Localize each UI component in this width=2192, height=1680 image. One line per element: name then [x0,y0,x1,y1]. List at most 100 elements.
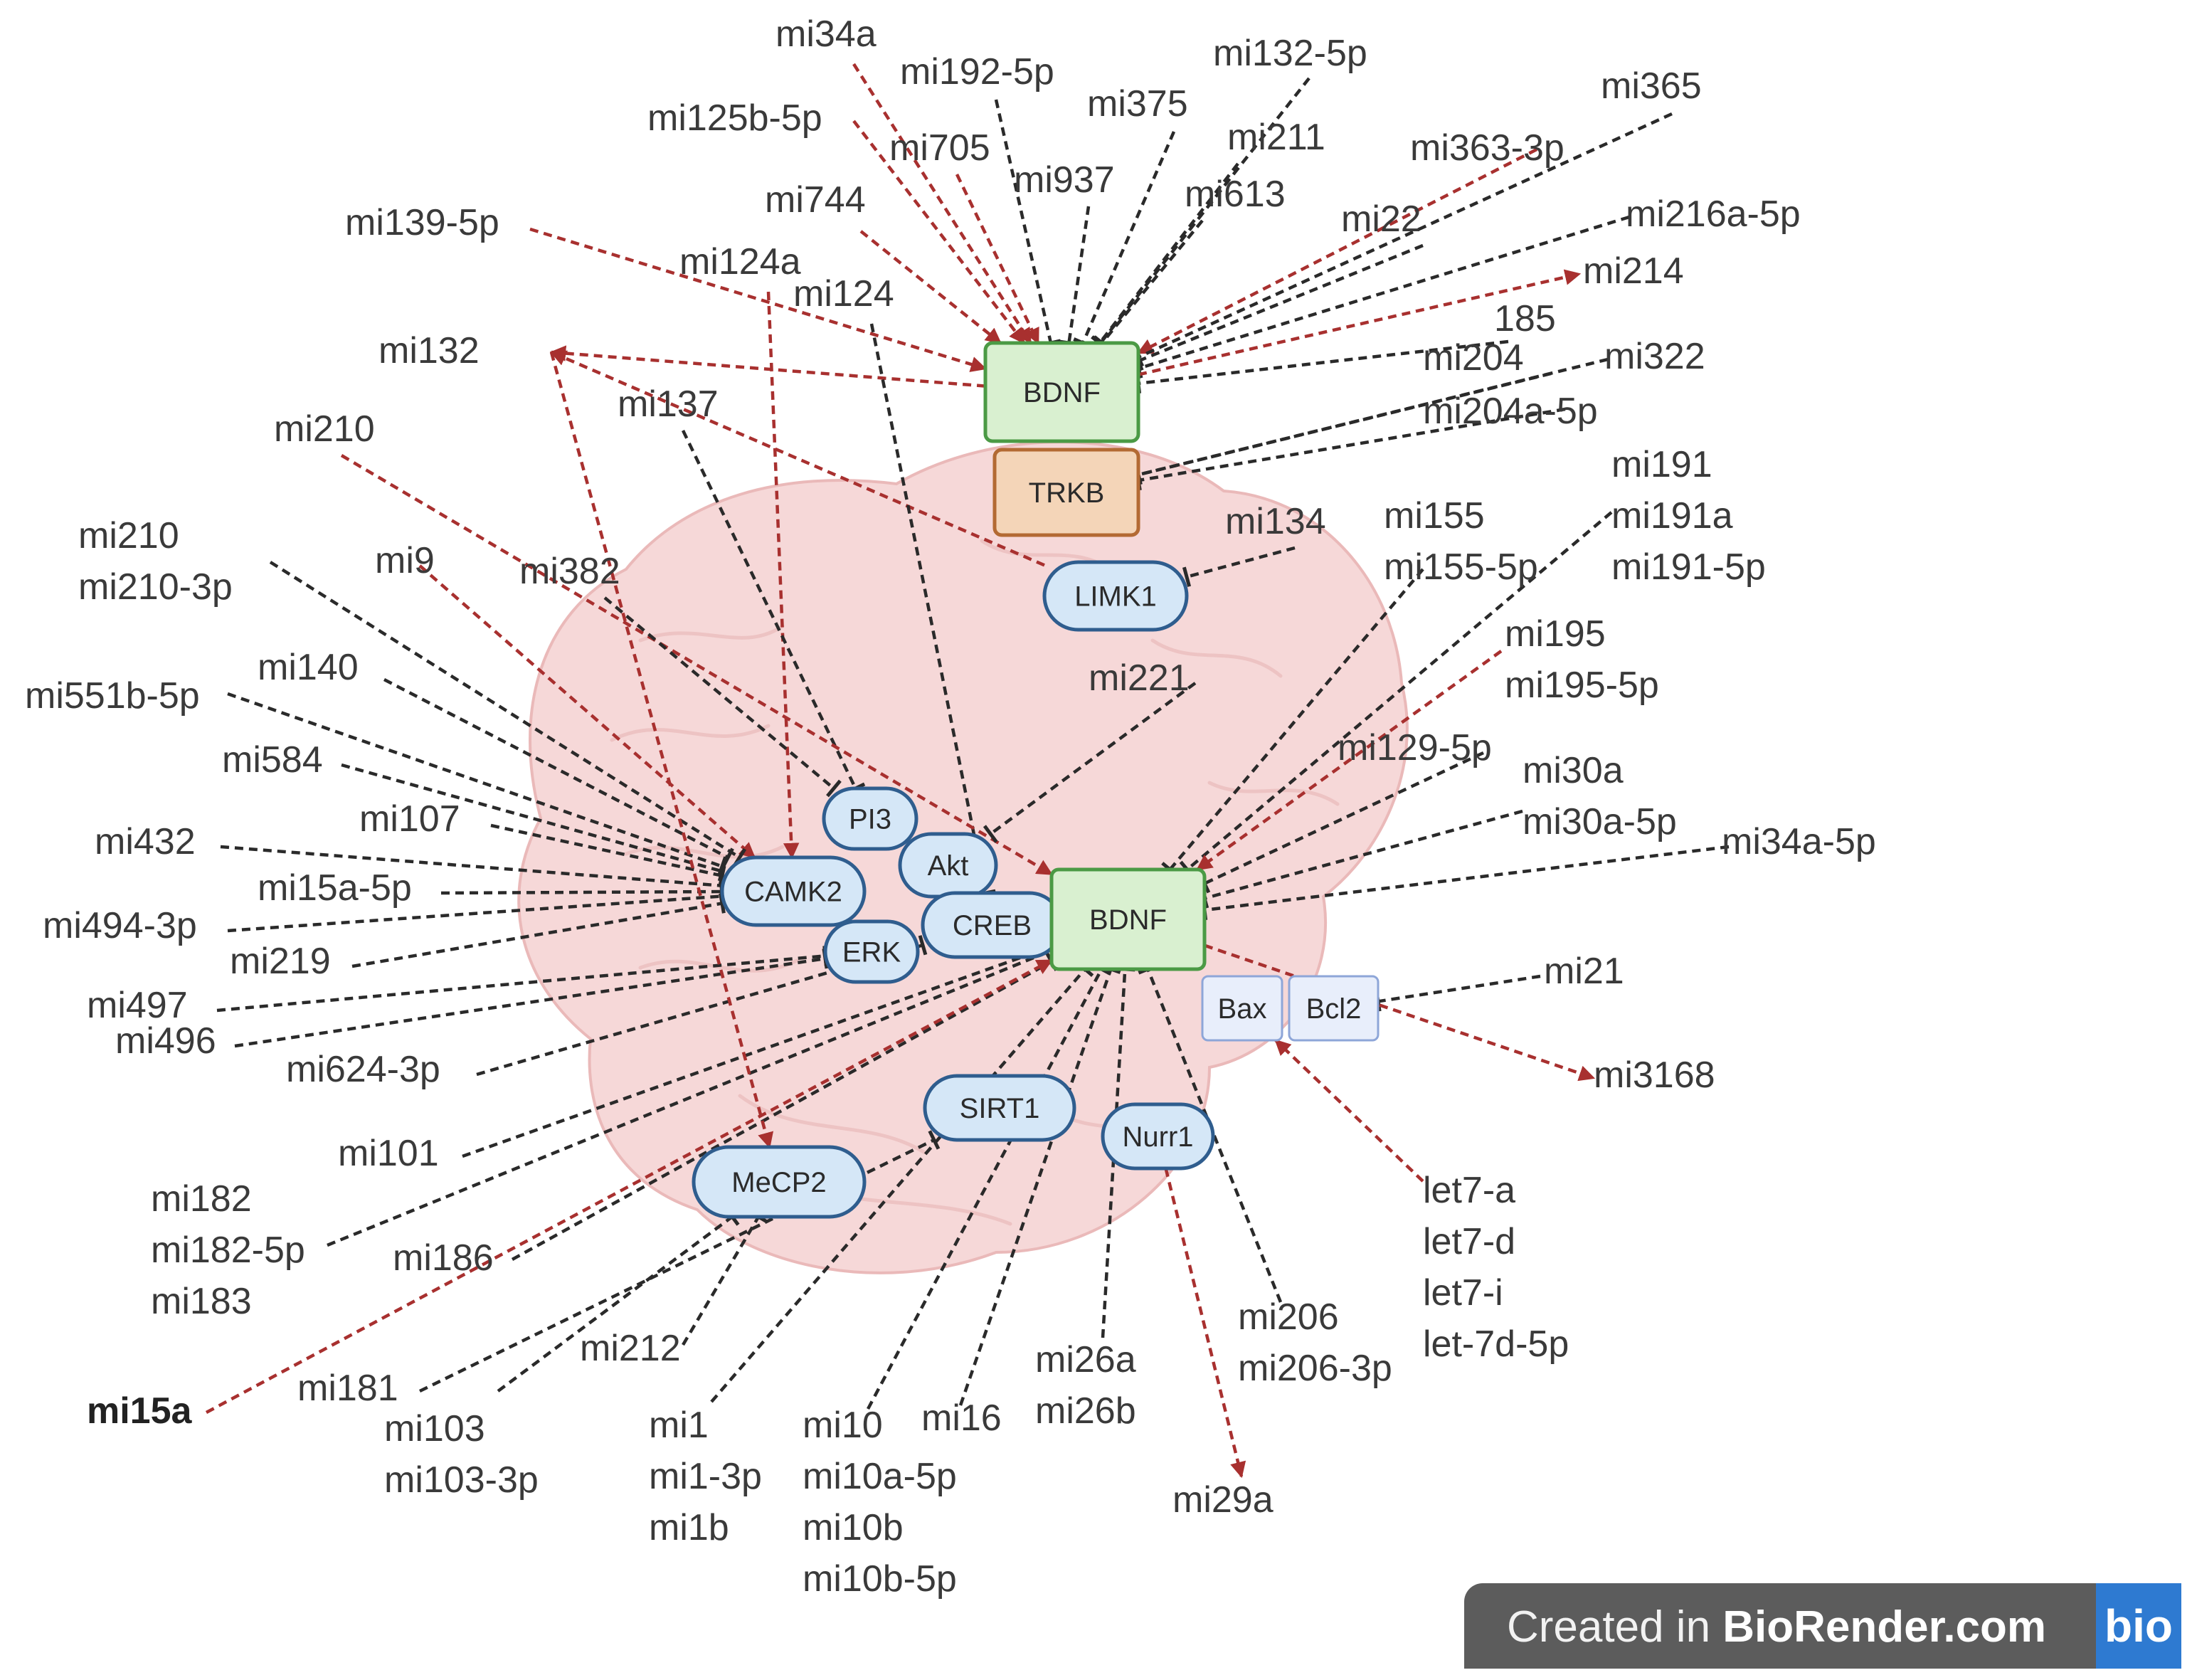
node-box-sirt1 [923,1074,1076,1142]
mirna-label-line: mi10b-5p [803,1558,957,1600]
mirna-label-line: mi210 [78,515,179,556]
mirna-label-line: mi210 [274,408,375,450]
biorender-badge[interactable]: Created in BioRender.com bio [1464,1583,2181,1669]
mirna-label-line: mi15a-5p [258,867,412,909]
edge-mi705-bdnf_top [955,174,1040,345]
node-label-bdnf_top: BDNF [1023,377,1101,408]
mirna-label-line: mi29a [1172,1479,1274,1521]
mirna-label-line: let7-a [1423,1170,1515,1211]
node-label-limk1: LIMK1 [1074,581,1157,613]
mirna-label-mi551b: mi551b-5p [25,675,200,717]
mirna-label-line: mi204 [1423,337,1524,379]
edge-mi195-bdnf_center [1196,650,1503,871]
edge-mi210b-camk2 [269,561,741,859]
edge-mi103-mecp2 [497,1215,734,1393]
mirna-label-line: mi9 [375,540,435,581]
mirna-label-line: mi10b [803,1507,904,1548]
mirna-label-mi182: mi182 mi182-5p mi183 [151,1178,305,1322]
mirna-label-line: let7-i [1423,1272,1503,1314]
mirna-label-mi134: mi134 [1225,501,1326,542]
edge-mi186-bdnf_center [511,960,1053,1261]
mirna-label-line: mi191-5p [1611,546,1766,588]
mirna-label-line: mi140 [258,647,359,688]
edge-mi494-camk2 [227,894,723,933]
mirna-label-line: mi744 [765,179,866,221]
edge-mi551b-camk2 [227,692,723,868]
mirna-label-line: mi211 [1227,117,1325,158]
edge-mi107-camk2 [490,823,723,877]
edge-mi134-limk1 [1186,546,1296,579]
mirna-label-line: mi322 [1604,336,1705,377]
mirna-label-line: mi155 [1384,495,1485,537]
node-erk: ERK [823,919,920,984]
mirna-label-line: mi182-5p [151,1230,305,1271]
node-label-sirt1: SIRT1 [960,1093,1040,1124]
mirna-label-line: mi212 [580,1328,681,1369]
edge-mi155-bdnf_center [1168,568,1424,871]
edge-mi124a-camk2 [766,291,800,860]
mirna-label-line: mi497 [87,985,188,1026]
edge-mi125b-bdnf_top [852,120,1026,344]
mirna-label-line: let7-d [1423,1221,1515,1262]
node-label-nurr1: Nurr1 [1122,1121,1193,1153]
mirna-label-mi624: mi624-3p [286,1049,440,1090]
mirna-label-line: mi191a [1611,495,1733,537]
mirna-label-mi132_5p: mi132-5p [1213,33,1367,74]
node-box-bdnf_top [983,341,1140,443]
node-trkb: TRKB [992,448,1140,537]
mirna-label-line: mi584 [222,739,323,781]
mirna-label-line: mi1 [649,1405,709,1446]
mirna-label-line: mi204a-5p [1423,391,1598,432]
node-label-mecp2: MeCP2 [731,1167,826,1198]
edge-bdnf_top-mi214 [1138,269,1582,376]
mirna-label-mi15a5p: mi15a-5p [258,867,412,909]
mirna-label-mi9: mi9 [375,540,435,581]
mirna-label-line: mi183 [151,1281,252,1322]
mirna-label-line: mi139-5p [345,202,499,243]
mirna-label-line: mi22 [1341,199,1421,240]
mirna-label-line: mi34a-5p [1722,821,1876,862]
node-label-pi3: PI3 [849,804,891,835]
mirna-label-line: mi363-3p [1410,127,1564,169]
mirna-label-mi124: mi124 [793,273,894,315]
mirna-label-line: let-7d-5p [1423,1324,1569,1365]
badge-text: Created in BioRender.com [1507,1602,2046,1652]
mirna-label-mi584: mi584 [222,739,323,781]
edge-mi744-bdnf_top [859,230,1002,344]
node-box-mecp2 [692,1145,867,1219]
edge-mi137-pi3 [681,430,857,789]
edge-mi192-bdnf_top [994,99,1053,344]
biorender-logo: bio [2096,1583,2181,1669]
edge-mi365-bdnf_top [1138,112,1673,359]
mirna-label-mi613: mi613 [1185,174,1286,215]
mirna-label-line: mi30a [1523,750,1624,791]
edge-mi191-bdnf_center [1186,511,1613,871]
edge-mi210a-bdnf_center [340,454,1053,876]
mirna-label-mi22: mi22 [1341,199,1421,240]
mirna-label-let7: let7-a let7-d let7-i let-7d-5p [1423,1170,1569,1365]
mirna-label-line: mi124 [793,273,894,315]
edge-mi34a-bdnf_top [852,63,1032,344]
node-box-bax [1201,975,1283,1042]
edge-mi204a-trkb [1138,407,1566,482]
mirna-label-line: mi137 [618,384,719,425]
node-label-bcl2: Bcl2 [1306,993,1362,1025]
edge-mi185-bdnf_top [1138,339,1509,386]
inhibition-bar-mi382 [826,779,842,798]
mirna-label-line: mi382 [519,551,620,592]
inhibition-bar-mi134 [1182,566,1192,587]
mirna-label-line: mi103-3p [384,1459,539,1501]
mirna-label-mi375: mi375 [1087,83,1188,125]
mirna-label-line: mi182 [151,1178,252,1220]
mirna-label-line: mi132-5p [1213,33,1367,74]
edge-mi16-bdnf_center [958,968,1113,1406]
mirna-label-line: mi214 [1583,250,1684,292]
mirna-label-mi132: mi132 [378,330,480,371]
mirna-label-mi21: mi21 [1544,951,1624,992]
node-bdnf_center: BDNF [1049,867,1207,971]
mirna-label-mi15a: mi15a [87,1390,193,1432]
